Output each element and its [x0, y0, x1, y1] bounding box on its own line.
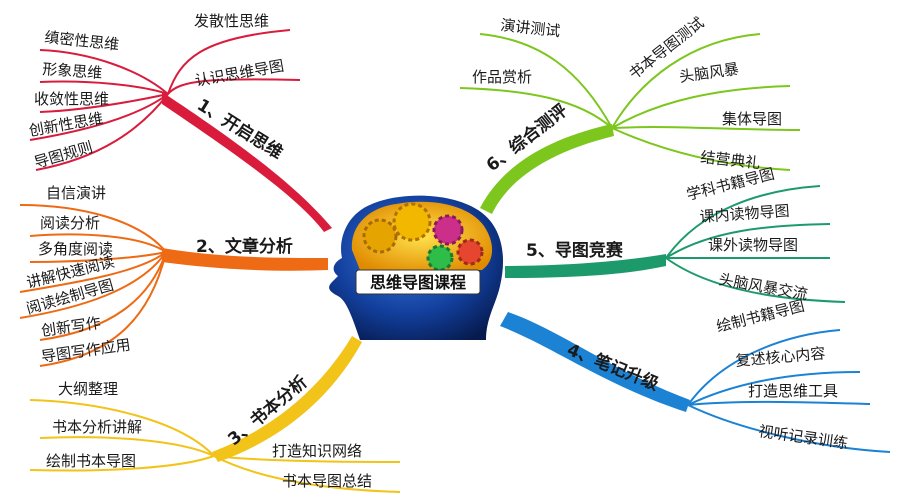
branch-5-twigs: [665, 185, 846, 303]
branch-2-leaf: 多角度阅读: [38, 240, 113, 258]
branch-1-trunk: [162, 92, 332, 232]
branch-2: [19, 204, 328, 367]
center-title-box: [355, 269, 481, 295]
branch-1-leaf: 形象思维: [42, 60, 103, 82]
branch-6-leaf: 演讲测试: [500, 16, 562, 40]
branch-3-leaf: 大纲整理: [58, 380, 118, 398]
branch-2-leaf: 导图写作应用: [40, 336, 132, 366]
branch-1-twigs: [29, 29, 301, 171]
branch-5: [505, 185, 846, 303]
branch-6-leaf: 作品赏析: [472, 68, 532, 86]
branch-1-leaf: 导图规则: [32, 138, 95, 172]
branch-1-leaf: 发散性思维: [194, 12, 269, 30]
branch-1-leaf: 认识思维导图: [194, 57, 286, 90]
branch-4-twigs: [687, 329, 891, 453]
branch-2-label: 2、文章分析: [196, 236, 293, 257]
branch-5-label: 5、导图竞赛: [526, 240, 624, 261]
branch-3-twigs: [29, 399, 401, 493]
branch-3-trunk: [212, 336, 362, 462]
head-illustration: 思维导图课程: [329, 195, 504, 340]
branch-2-trunk: [162, 248, 328, 271]
branch-4-leaf: 复述核心内容: [735, 344, 826, 370]
gear-icon: [362, 218, 398, 254]
branch-4-leaf: 打造思维工具: [748, 382, 838, 400]
branch-5-leaf: 课外读物导图: [708, 236, 798, 254]
branch-3-leaf: 书本导图总结: [282, 472, 372, 490]
branch-4: [500, 312, 891, 453]
branch-1-leaf: 创新性思维: [28, 109, 105, 140]
branch-6-leaf: 结营典礼: [700, 148, 762, 172]
branch-4-trunk: [500, 312, 690, 412]
branch-6-trunk: [480, 124, 614, 214]
branch-2-leaf: 创新写作: [40, 314, 102, 340]
branch-4-label: 4、笔记升级: [564, 339, 662, 395]
branch-5-leaf: 头脑风暴交流: [717, 270, 809, 303]
branch-6-leaf: 头脑风暴: [678, 60, 740, 86]
branch-1: [29, 29, 332, 232]
branch-6: [459, 33, 801, 214]
branch-4-leaf: 视听记录训练: [757, 422, 849, 452]
branch-6-twigs: [459, 33, 801, 171]
branch-5-leaf: 课内读物导图: [699, 202, 790, 226]
branch-2-leaf: 自信演讲: [46, 184, 106, 202]
branch-4-leaf: 绘制书籍导图: [715, 297, 807, 336]
gear-icon: [432, 214, 464, 246]
branch-6-leaf: 集体导图: [722, 110, 782, 128]
branch-5-leaf: 学科书籍导图: [685, 165, 777, 204]
gear-icon: [392, 202, 432, 242]
branch-3: [29, 336, 401, 493]
branch-2-twigs: [19, 204, 167, 367]
branch-3-leaf: 书本分析讲解: [52, 418, 142, 436]
branch-1-leaf: 缜密性思维: [44, 28, 120, 54]
branch-3-leaf: 绘制书本导图: [46, 452, 136, 470]
branch-5-trunk: [505, 254, 666, 278]
branch-1-leaf: 收敛性思维: [34, 90, 109, 108]
gear-icon: [426, 244, 454, 272]
center-title: 思维导图课程: [370, 273, 466, 292]
branch-3-leaf: 打造知识网络: [272, 442, 362, 460]
gear-icon: [456, 238, 484, 266]
branch-2-leaf: 阅读分析: [40, 214, 100, 232]
